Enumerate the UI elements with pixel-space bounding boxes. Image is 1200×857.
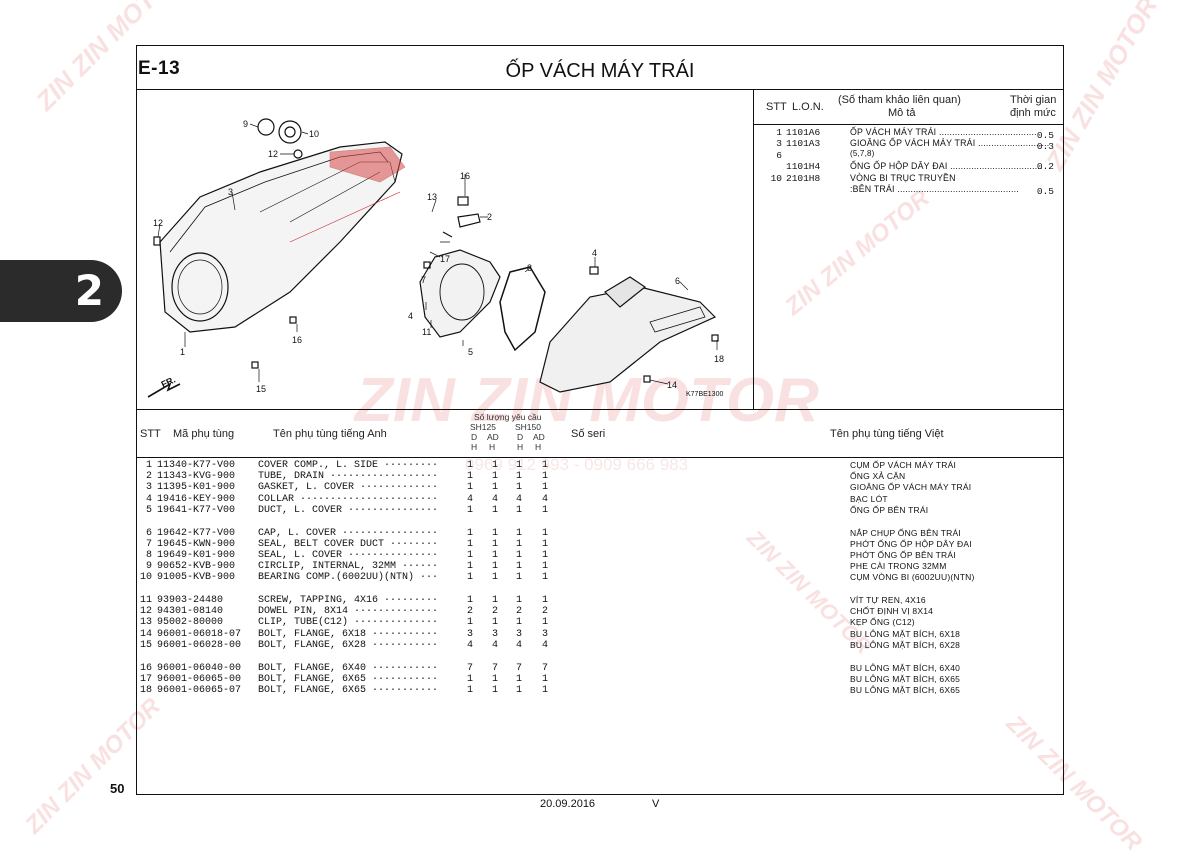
callout-15: 15 <box>256 384 266 394</box>
divider-parts-header <box>136 457 1064 459</box>
parts-header-ad-1: AD <box>487 432 499 442</box>
page-frame <box>136 45 1064 795</box>
divider-diagram-lon <box>753 89 755 409</box>
parts-header-stt: STT <box>140 428 161 440</box>
parts-header-qty-title: Số lượng yêu cầu <box>474 412 542 422</box>
divider-lon-header <box>753 124 1064 126</box>
callout-17: 17 <box>440 254 450 264</box>
parts-header-model-a: SH125 <box>470 422 496 432</box>
callout-3: 3 <box>228 187 233 197</box>
lon-header-lon: L.O.N. <box>792 101 824 113</box>
footer-version: V <box>652 798 660 810</box>
callout-7: 7 <box>421 275 426 285</box>
parts-header-d-1: D <box>471 432 478 442</box>
lon-row: 6(5,7,8) <box>776 148 875 161</box>
callout-5: 5 <box>468 347 473 357</box>
callout-16-top: 16 <box>460 171 470 181</box>
lon-header-desc: Mô tả <box>888 107 916 119</box>
parts-header-h-3: H <box>517 442 524 452</box>
callout-13: 13 <box>427 192 437 202</box>
callout-16-bottom: 16 <box>292 335 302 345</box>
parts-header-name-vn: Tên phụ tùng tiếng Việt <box>830 428 944 440</box>
watermark-phones-center: 0969 912 993 - 0909 666 983 <box>465 455 689 474</box>
exploded-parts-diagram: 9 10 12 3 16 13 2 12 7 8 4 6 4 11 5 17 1… <box>147 118 724 398</box>
callout-14: 14 <box>667 380 677 390</box>
callout-2: 2 <box>487 212 492 222</box>
footer-date: 20.09.2016 <box>540 798 596 810</box>
parts-header-d-2: D <box>517 432 524 442</box>
callout-4-right: 4 <box>592 248 597 258</box>
callout-10: 10 <box>309 129 319 139</box>
section-code: E-13 <box>138 58 181 79</box>
callout-6: 6 <box>675 276 680 286</box>
page-number: 50 <box>110 781 125 796</box>
parts-header-h-1: H <box>471 442 478 452</box>
parts-header-serial: Số seri <box>571 428 606 440</box>
callout-11: 11 <box>422 327 431 337</box>
callout-18: 18 <box>714 354 724 364</box>
parts-header-h-2: H <box>489 442 496 452</box>
callout-12-top: 12 <box>268 149 278 159</box>
lon-header-ref: (Số tham khảo liên quan) <box>838 94 961 106</box>
chapter-tab: 2 <box>0 260 122 322</box>
chapter-number: 2 <box>74 266 104 315</box>
callout-4: 4 <box>408 311 413 321</box>
callout-12-left: 12 <box>153 218 163 228</box>
parts-header-h-4: H <box>535 442 542 452</box>
lon-header-time1: Thời gian <box>1010 94 1057 106</box>
divider-title <box>136 89 1064 91</box>
parts-header-name-en: Tên phụ tùng tiếng Anh <box>273 428 387 440</box>
parts-header-ad-2: AD <box>533 432 545 442</box>
callout-8: 8 <box>527 263 532 273</box>
lon-row: :BÊN TRÁI ..............................… <box>850 184 1054 198</box>
divider-parts-top <box>136 409 1064 411</box>
page-title: ỐP VÁCH MÁY TRÁI <box>505 60 695 82</box>
callout-9: 9 <box>243 119 248 129</box>
diagram-ref-code: K77BE1300 <box>686 391 724 398</box>
lon-header-time2: định mức <box>1010 107 1056 119</box>
callout-1: 1 <box>180 347 185 357</box>
lon-header-stt: STT <box>766 101 787 113</box>
parts-header-part-no: Mã phụ tùng <box>173 428 235 440</box>
parts-header-model-b: SH150 <box>515 422 541 432</box>
